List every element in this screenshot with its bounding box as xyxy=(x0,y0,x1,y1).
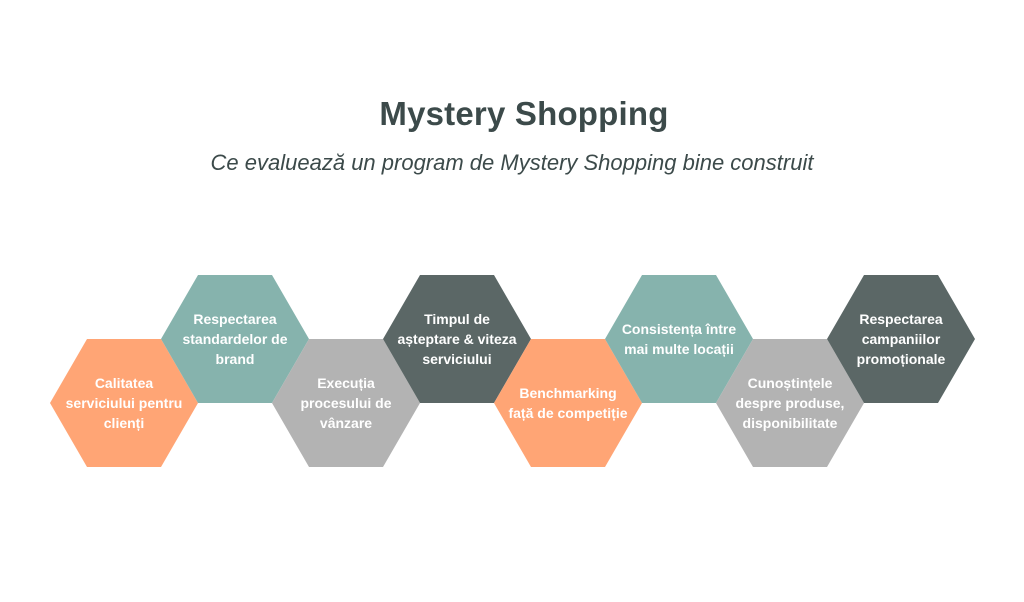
hexagon-label: Cunoștințele despre produse, disponibili… xyxy=(735,375,845,431)
hexagon-label: Respectarea campaniilor promoționale xyxy=(856,311,946,367)
hexagon-benchmarking: Benchmarking față de competiție xyxy=(494,339,642,467)
hexagon-customer-service-quality: Calitatea serviciului pentru clienți xyxy=(50,339,198,467)
page-title: Mystery Shopping xyxy=(379,95,669,132)
hexagon-promotional-campaigns: Respectarea campaniilor promoționale xyxy=(827,275,975,403)
hexagon-label: Benchmarking față de competiție xyxy=(508,385,628,421)
hexagon-location-consistency: Consistența între mai multe locații xyxy=(605,275,753,403)
hexagon-label: Respectarea standardelor de brand xyxy=(182,311,288,367)
page-subtitle: Ce evaluează un program de Mystery Shopp… xyxy=(210,150,814,175)
hexagon-label: Calitatea serviciului pentru clienți xyxy=(65,375,183,431)
hexagon-product-knowledge: Cunoștințele despre produse, disponibili… xyxy=(716,339,864,467)
hexagon-label: Consistența între mai multe locații xyxy=(621,321,737,357)
hexagon-label: Execuția procesului de vânzare xyxy=(300,375,392,431)
hexagon-label: Timpul de așteptare & viteza serviciului xyxy=(397,311,517,367)
